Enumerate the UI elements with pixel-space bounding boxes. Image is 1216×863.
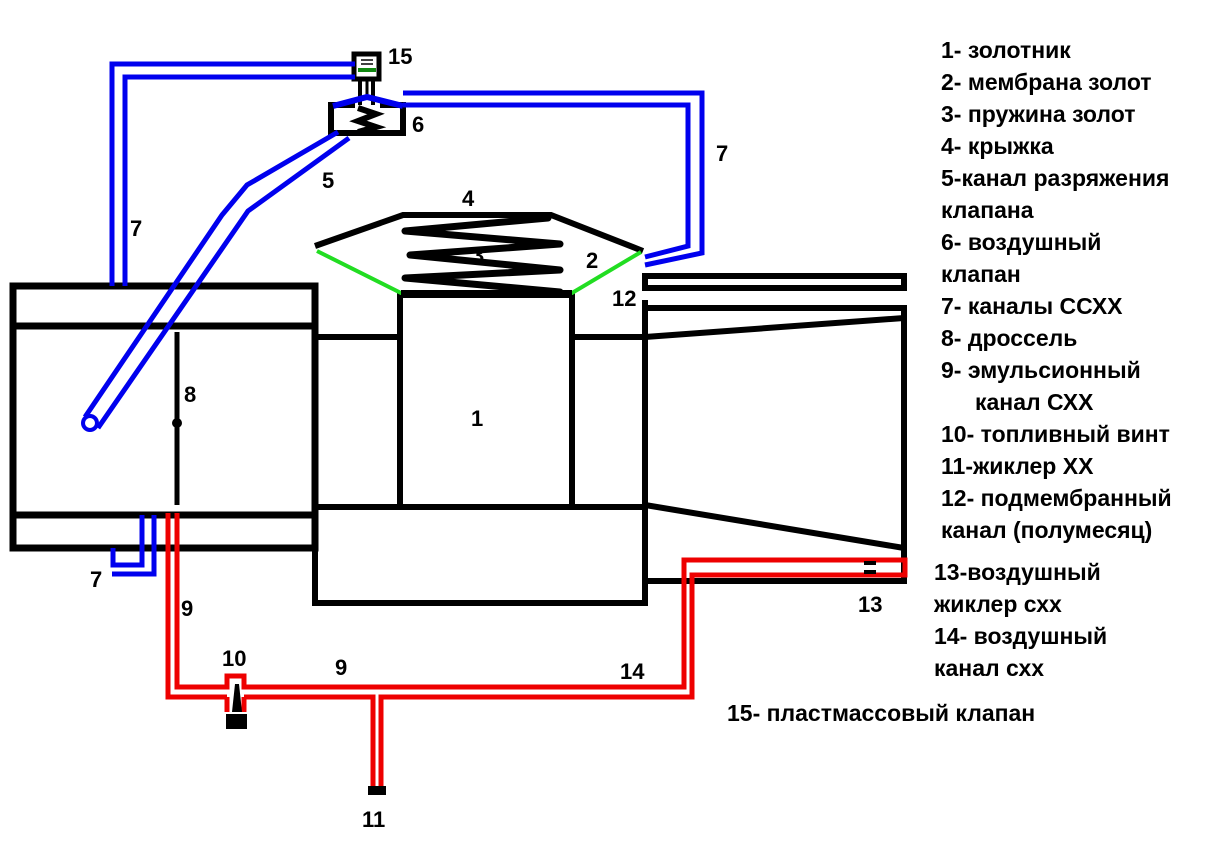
legend-item-6: 6- воздушный [941,229,1102,255]
callout-10: 10 [222,646,246,671]
idle-air-channel-right [403,90,705,268]
fuel-screw [226,684,247,729]
callout-3: 3 [472,243,484,268]
legend-item-14-cont: канал схх [934,655,1045,681]
legend-item-4: 4- крыжка [941,133,1054,159]
throttle-plate [172,332,182,505]
legend-item-6-cont: клапан [941,261,1021,287]
legend-item-5-cont: клапана [941,197,1034,223]
valve-membrane [332,93,404,109]
legend-item-12: 12- подмембранный [941,485,1172,511]
callout-12: 12 [612,286,636,311]
legend: 1- золотник 2- мембрана золот 3- пружина… [941,34,1172,546]
callout-7-left: 7 [130,216,142,241]
callout-5: 5 [322,168,334,193]
callout-9-vertical: 9 [181,596,193,621]
idle-air-channel-bottom [110,515,157,577]
throttle-body [9,282,319,552]
diffuser [642,273,907,584]
legend-item-9-cont: канал СХХ [975,389,1094,415]
callout-14: 14 [620,659,645,684]
callout-4: 4 [462,186,475,211]
legend-item-1: 1- золотник [941,37,1071,63]
legend-item-13-cont: жиклер схх [934,591,1062,617]
legend-item-7: 7- каналы ССХХ [941,293,1123,319]
legend-item-2: 2- мембрана золот [941,69,1152,95]
valve-spring [349,105,387,135]
legend-item-12-cont: канал (полумесяц) [941,517,1153,543]
air-jet [864,561,876,574]
callout-8: 8 [184,382,196,407]
legend-item-13: 13-воздушный [934,559,1101,585]
callout-6: 6 [412,112,424,137]
vacuum-channel [81,129,351,432]
spool-spring [401,214,564,296]
legend-item-3: 3- пружина золот [941,101,1136,127]
callout-2: 2 [586,248,598,273]
emulsion-channel [165,513,908,788]
legend-footer: 15- пластмассовый клапан [727,700,1036,726]
legend-item-11: 11-жиклер ХХ [941,453,1094,479]
cover [314,212,645,254]
legend-item-10: 10- топливный винт [941,421,1170,447]
callout-7-bottom: 7 [90,567,102,592]
legend-item-8: 8- дроссель [941,325,1078,351]
callout-7-right: 7 [716,141,728,166]
callout-15: 15 [388,44,412,69]
legend-item-5: 5-канал разряжения [941,165,1170,191]
legend-item-14: 14- воздушный [934,623,1108,649]
legend-lower: 13-воздушный жиклер схх 14- воздушный ка… [934,556,1107,684]
idle-jet [368,786,386,795]
central-body [312,286,648,606]
legend-item-9: 9- эмульсионный [941,357,1141,383]
callout-9-horizontal: 9 [335,655,347,680]
callout-13: 13 [858,592,882,617]
callout-1: 1 [471,406,483,431]
spool-valve [397,292,575,510]
callout-11: 11 [362,807,385,832]
idle-air-channel-left [109,61,355,286]
